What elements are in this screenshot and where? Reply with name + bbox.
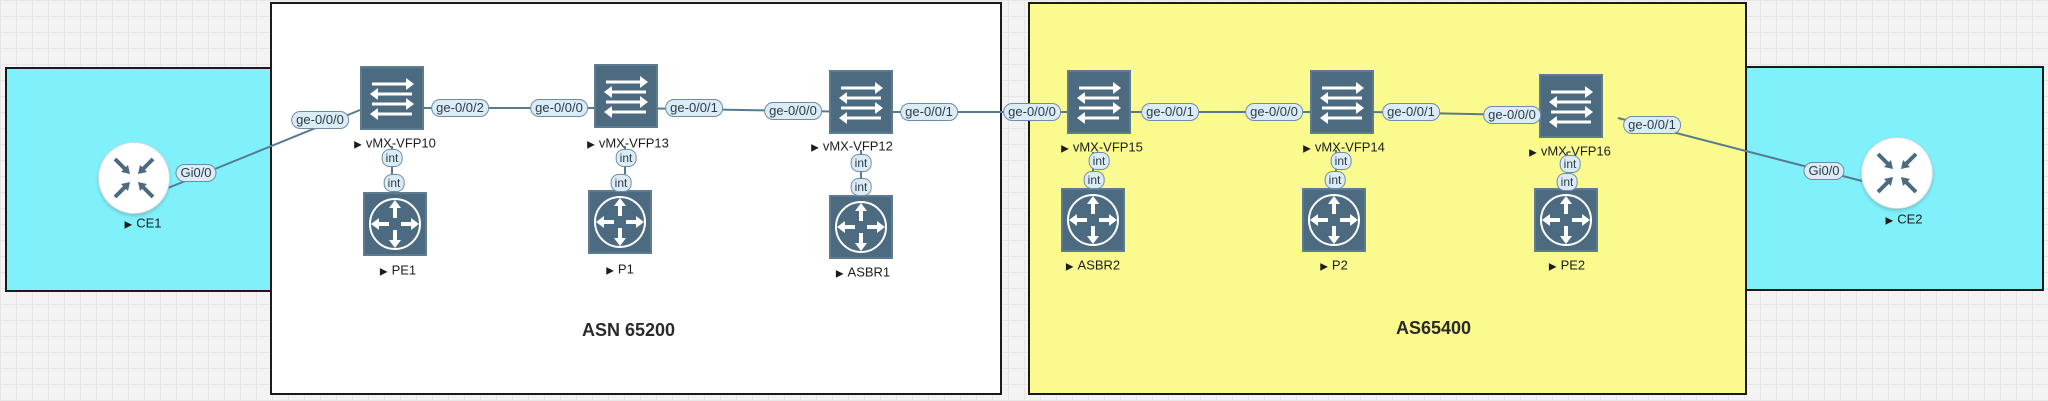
pe2-int-port[interactable]: int <box>1556 173 1578 191</box>
pe2-label: ▶PE2 <box>1548 257 1586 273</box>
vfp16-label: ▶vMX-VFP16 <box>1529 143 1611 159</box>
as65400-zone: AS65400 <box>1028 2 1747 395</box>
vfp16-ge001-port[interactable]: ge-0/0/1 <box>1623 116 1681 134</box>
vfp16-ge000-port[interactable]: ge-0/0/0 <box>1483 106 1541 124</box>
switch-icon <box>1077 82 1121 124</box>
vfp13-ge001-port[interactable]: ge-0/0/1 <box>665 99 723 117</box>
router-icon <box>1069 196 1117 244</box>
p2-int-port[interactable]: int <box>1324 171 1346 189</box>
vfp12-label: ▶vMX-VFP12 <box>811 138 893 154</box>
vfp10-ge000-port[interactable]: ge-0/0/0 <box>291 111 349 129</box>
pe1-router-icon[interactable] <box>363 192 427 256</box>
vfp15-switch-icon[interactable] <box>1067 70 1131 134</box>
asbr2-int-port[interactable]: int <box>1083 171 1105 189</box>
vfp10-label: ▶vMX-VFP10 <box>354 135 436 151</box>
router-icon <box>1310 196 1358 244</box>
ce-router-icon <box>1876 152 1918 194</box>
vfp10-int-port[interactable]: int <box>381 149 403 167</box>
vfp12-switch-icon[interactable] <box>829 70 893 134</box>
link-vfp13-vfp12[interactable] <box>627 107 861 113</box>
ce2-label: ▶CE2 <box>1885 211 1923 227</box>
vfp15-ge000-port[interactable]: ge-0/0/0 <box>1003 103 1061 121</box>
pe1-int-port[interactable]: int <box>383 174 405 192</box>
vfp16-switch-icon[interactable] <box>1539 74 1603 138</box>
vfp15-label: ▶vMX-VFP15 <box>1061 139 1143 155</box>
vfp15-ge001-port[interactable]: ge-0/0/1 <box>1141 103 1199 121</box>
p1-router-icon[interactable] <box>588 190 652 254</box>
vfp13-ge000-port[interactable]: ge-0/0/0 <box>530 99 588 117</box>
vfp12-int-port[interactable]: int <box>850 154 872 172</box>
router-icon <box>837 203 885 251</box>
vfp10-switch-icon[interactable] <box>360 66 424 130</box>
vfp13-int-port[interactable]: int <box>615 149 637 167</box>
vfp12-ge000-port[interactable]: ge-0/0/0 <box>764 102 822 120</box>
ce1-label: ▶CE1 <box>124 215 162 231</box>
vfp13-label: ▶vMX-VFP13 <box>587 135 669 151</box>
switch-icon <box>839 82 883 124</box>
ce-router-icon <box>113 157 155 199</box>
switch-icon <box>1549 86 1593 128</box>
vfp14-int-port[interactable]: int <box>1330 152 1352 170</box>
vfp15-int-port[interactable]: int <box>1088 152 1110 170</box>
vfp12-ge001-port[interactable]: ge-0/0/1 <box>900 103 958 121</box>
switch-icon <box>370 78 414 120</box>
switch-icon <box>604 76 648 118</box>
asbr1-router-icon[interactable] <box>829 195 893 259</box>
vfp14-label: ▶vMX-VFP14 <box>1303 139 1385 155</box>
ce2-router-icon[interactable] <box>1862 138 1932 208</box>
as65400-label: AS65400 <box>1396 318 1472 338</box>
vfp13-switch-icon[interactable] <box>594 64 658 128</box>
p2-label: ▶P2 <box>1320 257 1348 273</box>
ce2-gi00-port[interactable]: Gi0/0 <box>1803 162 1845 180</box>
p1-label: ▶P1 <box>606 261 634 277</box>
asn-65200-label: ASN 65200 <box>582 320 676 340</box>
p1-int-port[interactable]: int <box>610 174 632 192</box>
switch-icon <box>1320 82 1364 124</box>
ce1-router-icon[interactable] <box>99 143 169 213</box>
router-icon <box>596 198 644 246</box>
vfp14-ge001-port[interactable]: ge-0/0/1 <box>1382 103 1440 121</box>
vfp14-ge000-port[interactable]: ge-0/0/0 <box>1245 103 1303 121</box>
asbr2-label: ▶ASBR2 <box>1065 257 1121 273</box>
router-icon <box>1542 196 1590 244</box>
vfp10-ge002-port[interactable]: ge-0/0/2 <box>431 99 489 117</box>
asbr2-router-icon[interactable] <box>1061 188 1125 252</box>
pe1-label: ▶PE1 <box>379 262 417 278</box>
p2-router-icon[interactable] <box>1302 188 1366 252</box>
asbr1-int-port[interactable]: int <box>850 178 872 196</box>
asbr1-label: ▶ASBR1 <box>835 264 891 280</box>
ce1-gi00-port[interactable]: Gi0/0 <box>175 164 217 182</box>
vfp16-int-port[interactable]: int <box>1559 155 1581 173</box>
router-icon <box>371 200 419 248</box>
pe2-router-icon[interactable] <box>1534 188 1598 252</box>
vfp14-switch-icon[interactable] <box>1310 70 1374 134</box>
